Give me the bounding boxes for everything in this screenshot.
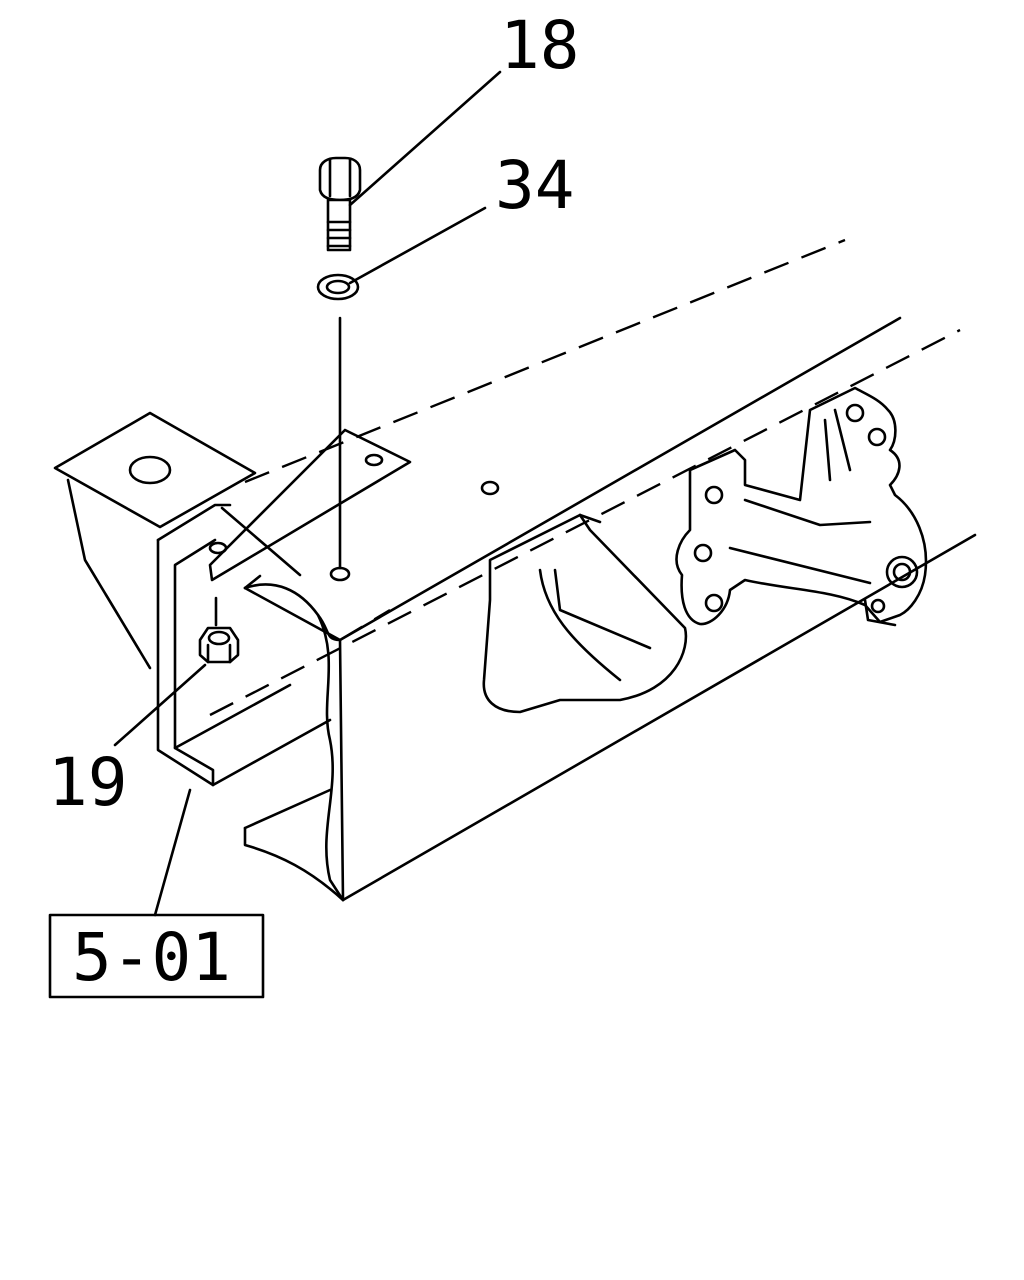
callout-18: 18 [500,7,579,84]
reference-box[interactable]: 5-01 [48,913,265,999]
reference-label: 5-01 [72,919,231,996]
crossmember-bracket [53,411,412,787]
leader-34 [348,206,487,285]
nut-19 [198,626,240,664]
lock-washer-34 [316,273,360,301]
spring-hanger-bracket [482,513,688,714]
frame-rail [209,238,977,902]
callout-34: 34 [495,147,574,224]
leader-5-01 [153,788,192,917]
leader-18 [348,70,502,207]
callout-19: 19 [48,744,127,821]
bolt-18 [318,156,362,252]
leader-19 [113,663,207,747]
shackle-bracket [675,386,928,627]
